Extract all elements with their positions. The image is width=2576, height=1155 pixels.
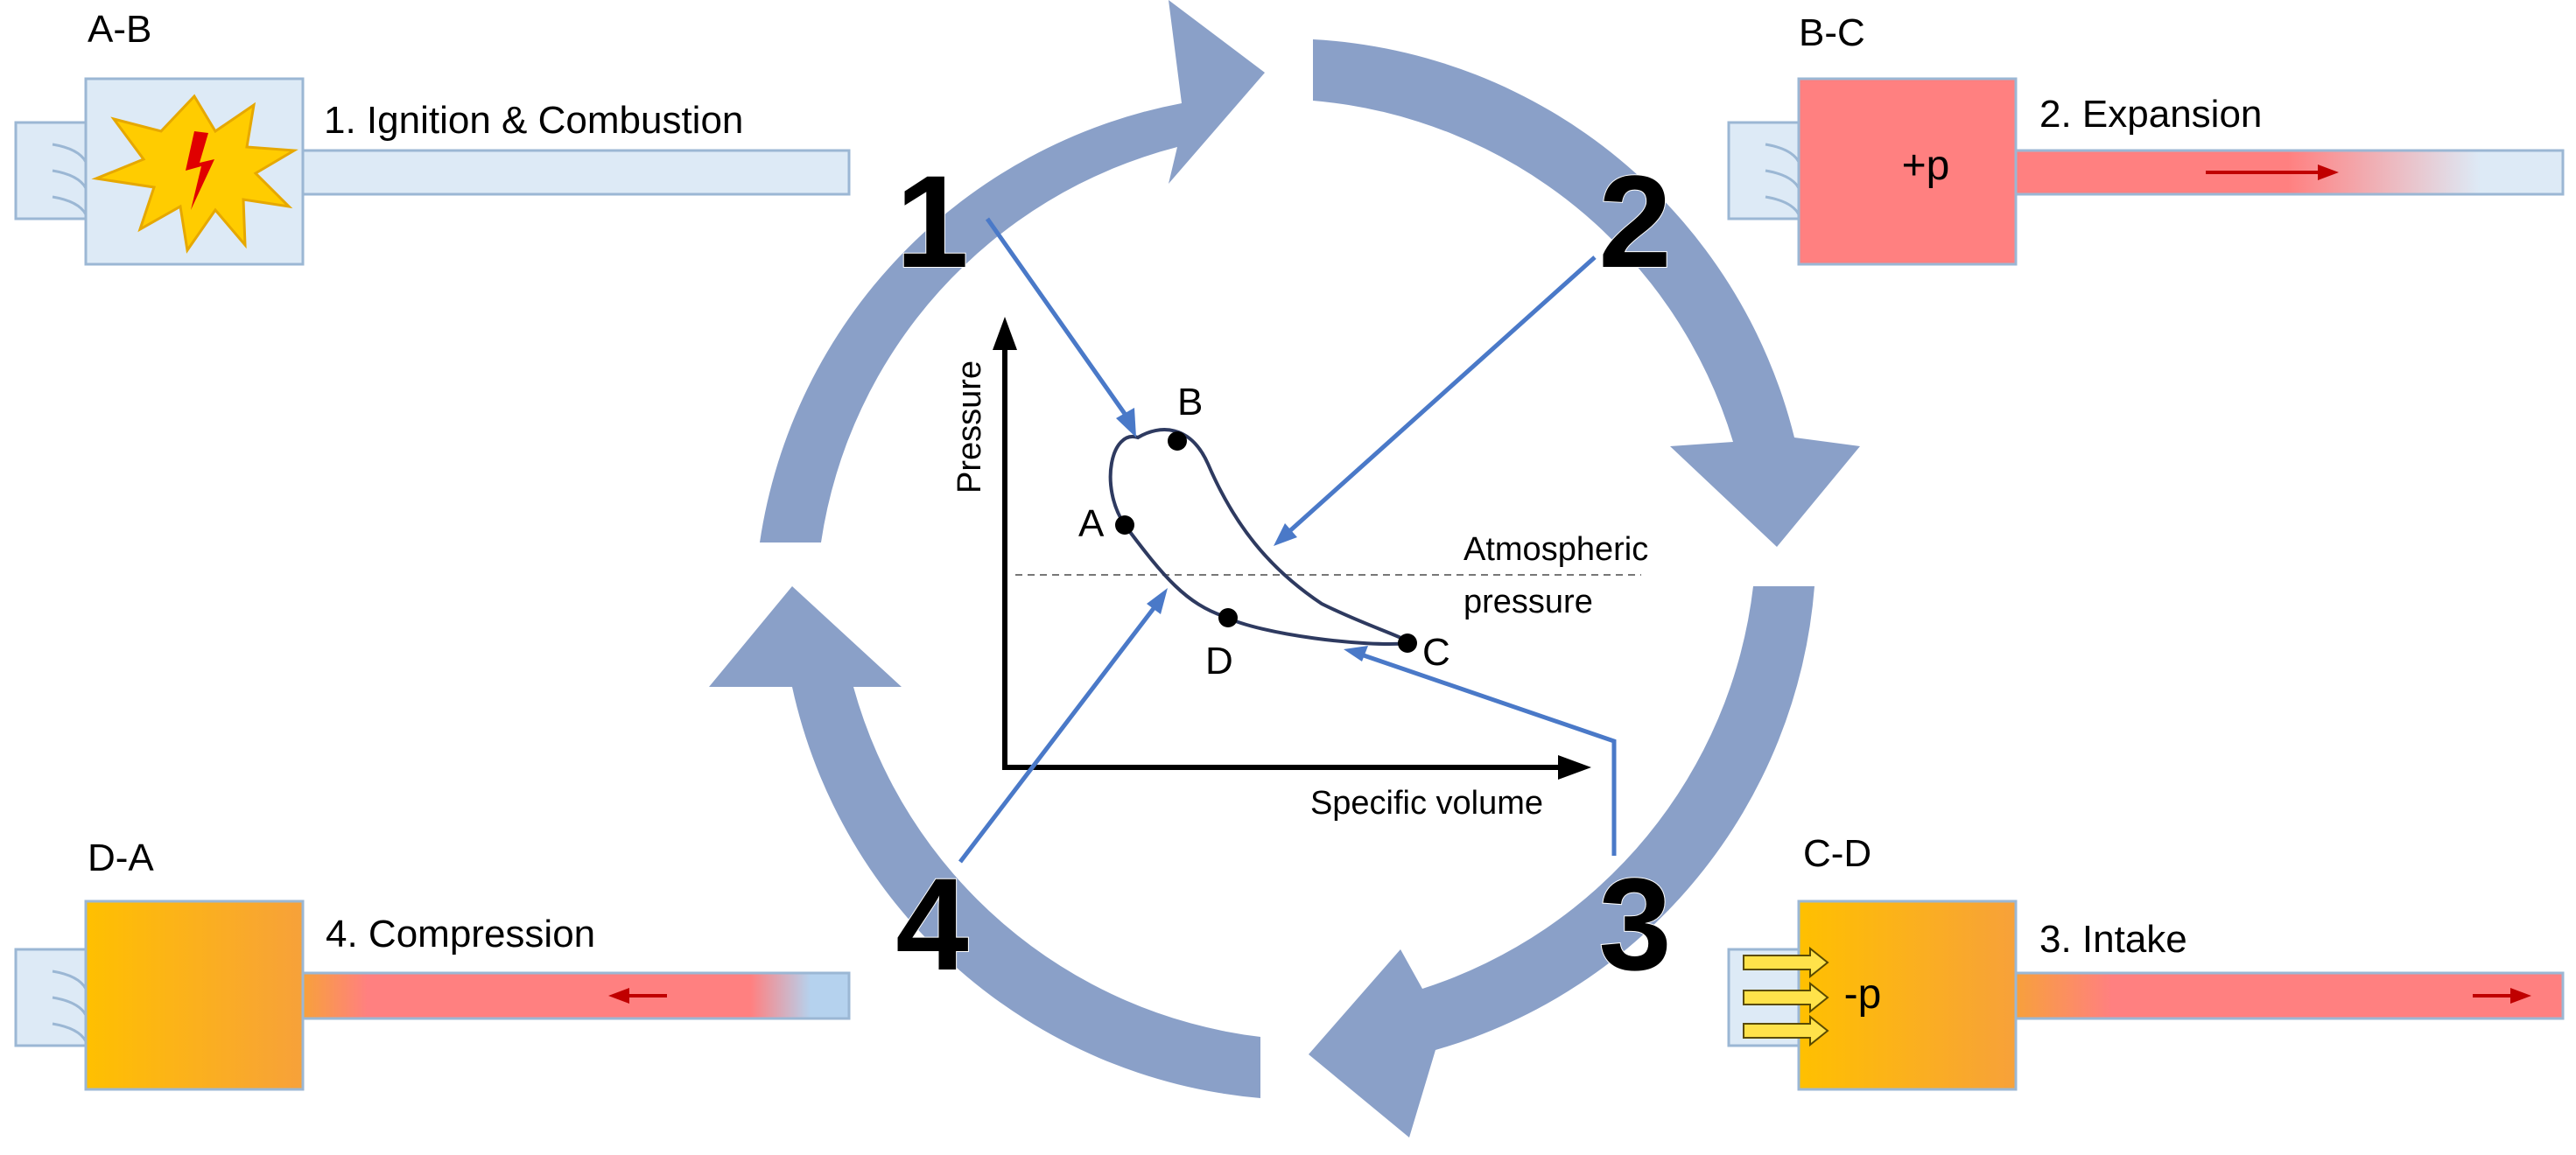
ab-valve-flaps-icon bbox=[52, 143, 88, 215]
stage-da-compression: D-A 4. Compression bbox=[14, 836, 851, 1091]
cycle-arrow-bottom-right bbox=[1309, 586, 1814, 1138]
atmospheric-label-line1: Atmospheric bbox=[1463, 531, 1648, 568]
state-label-c: C bbox=[1422, 631, 1450, 674]
cycle-step-1: 1 bbox=[895, 148, 968, 295]
y-axis-arrowhead bbox=[993, 317, 1017, 350]
cycle-arrow-top-left bbox=[760, 0, 1265, 542]
pointer-line-1 bbox=[985, 217, 1132, 422]
pointer-arrowhead-2 bbox=[1274, 523, 1297, 546]
bc-flow-arrowhead bbox=[2318, 164, 2339, 180]
stage-ab-title: 1. Ignition & Combustion bbox=[324, 99, 743, 142]
stage-cd-title: 3. Intake bbox=[2039, 918, 2187, 961]
cycle-step-3: 3 bbox=[1598, 850, 1671, 998]
stage-da-code: D-A bbox=[88, 836, 154, 879]
cycle-step-numbers: 1 2 3 4 bbox=[895, 147, 1672, 998]
pointer-arrowhead-4 bbox=[1147, 588, 1168, 614]
state-point-a bbox=[1115, 515, 1134, 535]
da-valve-flaps-icon bbox=[52, 970, 88, 1042]
pointer-line-4 bbox=[958, 602, 1159, 864]
da-tailpipe bbox=[300, 971, 851, 1020]
state-point-c bbox=[1398, 634, 1417, 653]
stage-cd-code: C-D bbox=[1803, 832, 1871, 875]
cycle-step-2: 2 bbox=[1598, 148, 1671, 295]
stage-cd-intake: C-D 3. Intake -p bbox=[1727, 832, 2565, 1091]
ab-tailpipe bbox=[300, 149, 851, 196]
explosion-spark-icon bbox=[91, 94, 298, 254]
x-axis-arrowhead bbox=[1558, 755, 1591, 780]
atmospheric-label-line2: pressure bbox=[1463, 584, 1593, 620]
state-point-b bbox=[1168, 431, 1187, 451]
state-point-d bbox=[1218, 608, 1238, 627]
intake-air-arrows-icon bbox=[1743, 946, 1829, 1047]
state-label-a: A bbox=[1078, 502, 1105, 545]
da-flow-arrowhead bbox=[608, 988, 629, 1004]
lightning-bolt-icon bbox=[186, 131, 214, 210]
cycle-arrow-top-right bbox=[1313, 39, 1860, 547]
y-axis-label: Pressure bbox=[951, 360, 988, 494]
cd-tailpipe bbox=[2011, 971, 2565, 1020]
pointer-line-2 bbox=[1285, 256, 1597, 536]
stage-da-title: 4. Compression bbox=[326, 913, 595, 956]
stage-bc-title: 2. Expansion bbox=[2039, 93, 2262, 136]
stage-ab-code: A-B bbox=[88, 8, 151, 51]
cd-pressure-label: -p bbox=[1844, 971, 1882, 1018]
bc-pressure-label: +p bbox=[1902, 143, 1950, 189]
stage-bc-code: B-C bbox=[1799, 11, 1865, 54]
pointer-arrowhead-3 bbox=[1344, 646, 1368, 662]
pointer-lines bbox=[958, 217, 1617, 864]
x-axis-label: Specific volume bbox=[1310, 785, 1543, 822]
bc-valve-flaps-icon bbox=[1765, 143, 1800, 215]
pv-chart: Pressure Specific volume Atmospheric pre… bbox=[951, 317, 1648, 822]
cycle-step-4: 4 bbox=[895, 850, 968, 998]
pointer-line-3 bbox=[1360, 652, 1617, 856]
stage-ab-ignition: A-B 1. Ignition & Combustion bbox=[14, 8, 851, 266]
cycle-arrows bbox=[709, 0, 1860, 1138]
stage-bc-expansion: B-C 2. Expansion +p bbox=[1727, 11, 2565, 266]
da-combustion-chamber bbox=[84, 900, 305, 1091]
state-label-d: D bbox=[1205, 640, 1233, 682]
pointer-arrowhead-1 bbox=[1116, 408, 1136, 438]
cd-flow-arrowhead bbox=[2510, 988, 2531, 1004]
bc-combustion-chamber bbox=[1797, 77, 2018, 266]
state-label-b: B bbox=[1177, 381, 1203, 424]
cycle-arrow-bottom-left bbox=[709, 586, 1260, 1098]
cd-combustion-chamber bbox=[1797, 900, 2018, 1091]
